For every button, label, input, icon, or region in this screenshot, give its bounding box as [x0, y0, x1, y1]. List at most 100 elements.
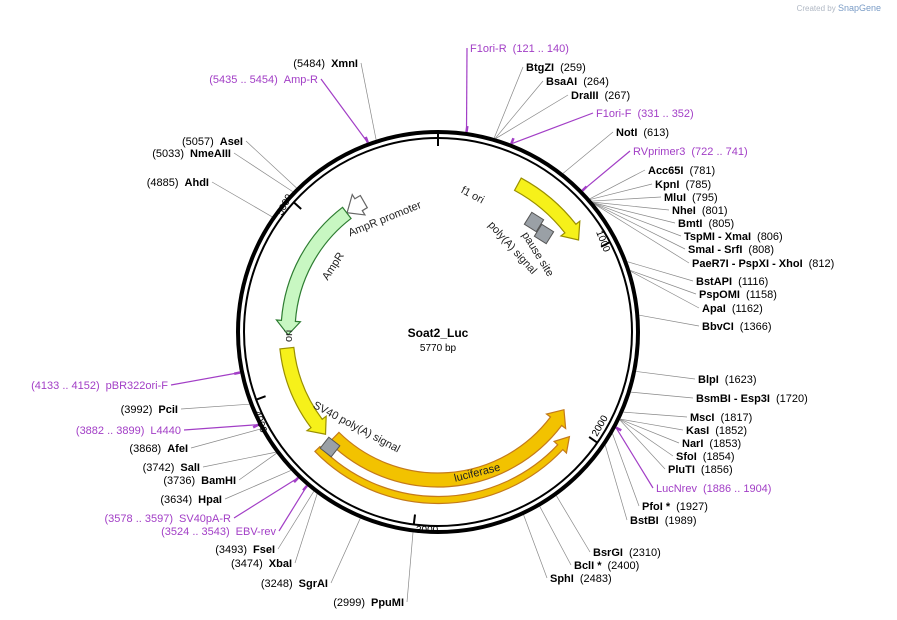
- site-label-bamhi[interactable]: (3736)BamHI: [163, 475, 236, 487]
- site-label-amp-r[interactable]: (5435 .. 5454)Amp-R: [209, 74, 318, 86]
- enzyme-pos: (805): [708, 218, 734, 230]
- leader-bstbi: [604, 445, 628, 521]
- site-label-pbr322ori-f[interactable]: (4133 .. 4152) pBR322ori-F: [31, 380, 168, 392]
- site-label-l4440[interactable]: (3882 .. 3899)L4440: [76, 425, 181, 437]
- enzyme-pos: (808): [748, 244, 774, 256]
- feature-ampr[interactable]: [275, 206, 352, 336]
- site-label-bsrgi[interactable]: BsrGI(2310): [593, 547, 661, 559]
- leader-kasi: [620, 418, 684, 431]
- primer-pos: pBR322ori-F: [106, 380, 169, 392]
- site-label-bsaai[interactable]: BsaAI(264): [546, 76, 609, 88]
- leader-noti: [562, 131, 614, 174]
- site-label-kasi[interactable]: KasI(1852): [686, 425, 747, 437]
- site-label-bbvci[interactable]: BbvCI(1366): [702, 321, 772, 333]
- site-label-draiii[interactable]: DraIII(267): [571, 90, 630, 102]
- leader-blpi: [636, 371, 696, 380]
- site-label-tspmi-xmai[interactable]: TspMI - XmaI(806): [684, 231, 783, 243]
- site-label-ppumi[interactable]: (2999)PpuMI: [333, 597, 404, 609]
- leader-nhei: [592, 201, 670, 211]
- site-label-mlui[interactable]: MluI (795): [664, 192, 718, 204]
- site-label-sfoi[interactable]: SfoI(1854): [676, 451, 735, 463]
- site-label-sgrai[interactable]: (3248)SgrAI: [261, 578, 328, 590]
- site-label-ahdi[interactable]: (4885)AhdI: [147, 177, 209, 189]
- site-label-asei[interactable]: (5057)AseI: [182, 136, 243, 148]
- enzyme-pos: (1366): [740, 321, 772, 333]
- enzyme-name: TspMI - XmaI: [684, 231, 751, 243]
- primer-name: F1ori-F: [596, 108, 632, 120]
- enzyme-pos: (267): [605, 90, 631, 102]
- enzyme-name: MluI: [664, 192, 686, 204]
- leader-pbr322ori-f: [170, 371, 241, 386]
- site-label-f1ori-r[interactable]: F1ori-R(121 .. 140): [470, 43, 569, 55]
- site-label-nari[interactable]: NarI(1853): [682, 438, 741, 450]
- site-label-hpai[interactable]: (3634)HpaI: [160, 494, 222, 506]
- leader-pcii: [180, 403, 250, 410]
- enzyme-pos: (1856): [701, 464, 733, 476]
- site-label-apai[interactable]: ApaI(1162): [702, 303, 763, 315]
- site-label-sphi[interactable]: SphI (2483): [550, 573, 612, 585]
- leader-afei: [190, 428, 261, 449]
- site-label-bstbi[interactable]: BstBI(1989): [630, 515, 697, 527]
- feature-ori[interactable]: [279, 346, 327, 435]
- site-label-afei[interactable]: (3868)AfeI: [129, 443, 188, 455]
- site-label-pluti[interactable]: PluTI(1856): [668, 464, 733, 476]
- leader-draiii: [495, 94, 569, 139]
- enzyme-pos: (613): [643, 127, 669, 139]
- primer-name: F1ori-R: [470, 43, 507, 55]
- site-label-blpi[interactable]: BlpI(1623): [698, 374, 757, 386]
- site-label-f1ori-f[interactable]: F1ori-F(331 .. 352): [596, 108, 694, 120]
- primer-name: (4133 .. 4152): [31, 380, 100, 392]
- site-label-noti[interactable]: NotI (613): [616, 127, 669, 139]
- site-label-rvprimer3[interactable]: RVprimer3(722 .. 741): [633, 146, 748, 158]
- enzyme-name: BsaAI: [546, 76, 577, 88]
- enzyme-pos: (2483): [580, 573, 612, 585]
- site-label-sali[interactable]: (3742)SalI: [143, 462, 200, 474]
- site-label-nhei[interactable]: NheI(801): [672, 205, 728, 217]
- site-label-smai-srfi[interactable]: SmaI - SrfI(808): [688, 244, 774, 256]
- leader-lucnrev: [615, 427, 654, 489]
- site-label-nmeaiii[interactable]: (5033)NmeAIII: [152, 148, 231, 160]
- primer-mark-amp-r: [364, 136, 369, 144]
- enzyme-pos: (3992): [121, 404, 153, 416]
- site-label-lucnrev[interactable]: LucNrev(1886 .. 1904): [656, 483, 771, 495]
- site-label-bstapi[interactable]: BstAPI(1116): [696, 276, 768, 288]
- enzyme-name: SphI: [550, 573, 574, 585]
- site-label-pspomi[interactable]: PspOMI(1158): [699, 289, 777, 301]
- terminator-pause-site: [523, 211, 545, 233]
- primer-name: (3882 .. 3899): [76, 425, 145, 437]
- enzyme-name: BstBI: [630, 515, 659, 527]
- enzyme-pos: (3868): [129, 443, 161, 455]
- site-label-xbai[interactable]: (3474)XbaI: [231, 558, 292, 570]
- site-label-bcli[interactable]: BclI *(2400): [574, 560, 639, 572]
- site-label-pcii[interactable]: (3992)PciI: [121, 404, 178, 416]
- enzyme-pos: (3493): [215, 544, 247, 556]
- enzyme-name: BsrGI: [593, 547, 623, 559]
- enzyme-name: NotI: [616, 127, 637, 139]
- site-label-ebv-rev[interactable]: (3524 .. 3543)EBV-rev: [161, 526, 276, 538]
- feature-lucnrev-arrow[interactable]: [314, 435, 571, 505]
- site-label-btgzi[interactable]: BtgZI(259): [526, 62, 586, 74]
- site-label-fsei[interactable]: (3493)FseI: [215, 544, 275, 556]
- site-label-msci[interactable]: MscI(1817): [690, 412, 752, 424]
- feature-f1-ori[interactable]: [513, 177, 581, 241]
- leader-nari: [620, 418, 680, 444]
- primer-mark-pbr322ori-f: [233, 371, 241, 375]
- leader-sv40pa-r: [233, 477, 299, 519]
- site-label-acc65i[interactable]: Acc65I(781): [648, 165, 715, 177]
- enzyme-pos: (3742): [143, 462, 175, 474]
- site-label-bsmbi-esp3i[interactable]: BsmBI - Esp3I(1720): [696, 393, 808, 405]
- enzyme-pos: (795): [692, 192, 718, 204]
- site-label-paer7i-pspxi-xhoi[interactable]: PaeR7I - PspXI - XhoI(812): [692, 258, 834, 270]
- feature-luciferase[interactable]: [328, 408, 567, 488]
- leader-bstapi: [627, 261, 694, 282]
- site-label-xmni[interactable]: (5484)XmnI: [293, 58, 358, 70]
- enzyme-pos: (5484): [293, 58, 325, 70]
- site-label-pfoi[interactable]: PfoI *(1927): [642, 501, 708, 513]
- site-label-sv40pa-r[interactable]: (3578 .. 3597)SV40pA-R: [105, 513, 232, 525]
- enzyme-name: SgrAI: [299, 578, 328, 590]
- leader-apai: [630, 270, 700, 309]
- site-label-bmti[interactable]: BmtI(805): [678, 218, 734, 230]
- site-label-kpni[interactable]: KpnI(785): [655, 179, 711, 191]
- feature-amp-promoter[interactable]: [346, 193, 369, 216]
- leader-rvprimer3: [581, 150, 631, 192]
